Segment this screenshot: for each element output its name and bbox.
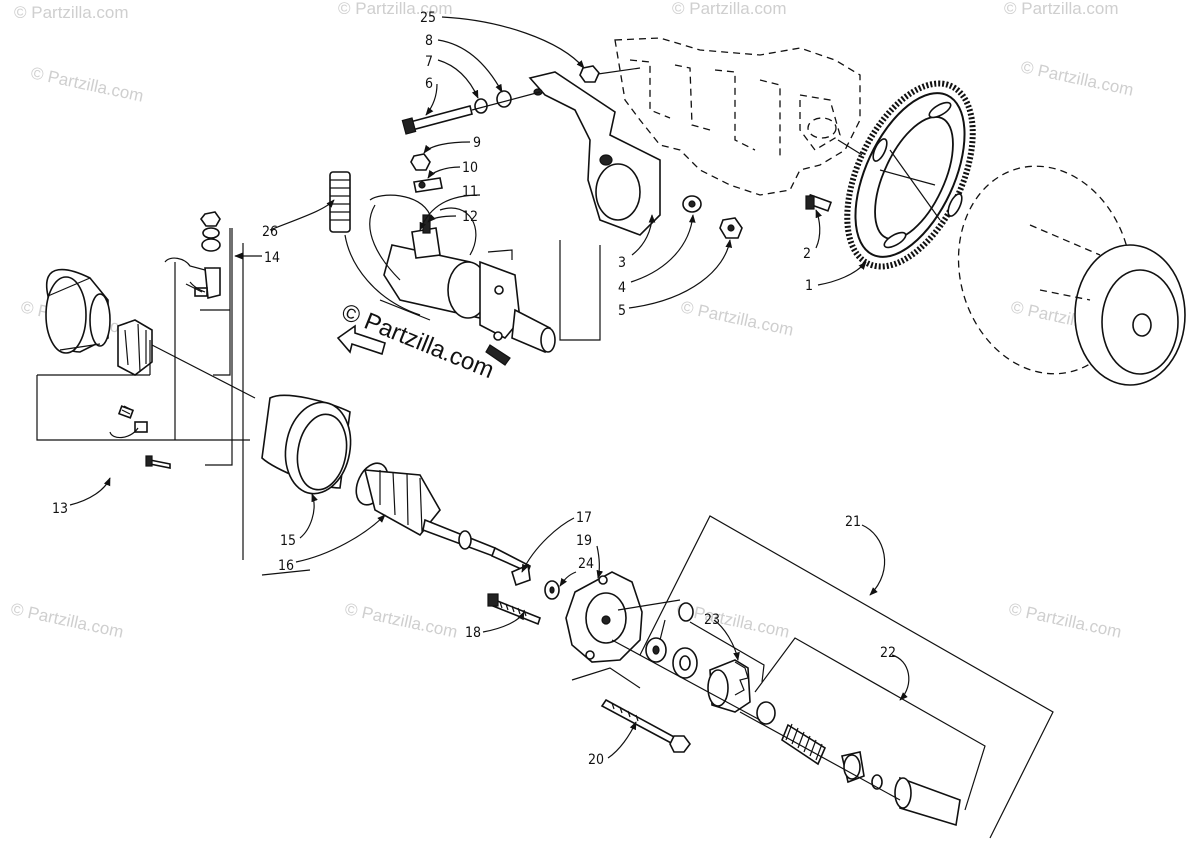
watermark: © Partzilla.com — [1004, 0, 1119, 18]
callout-4: 4 — [618, 280, 626, 296]
yoke-housing — [261, 394, 352, 495]
watermark: © Partzilla.com — [29, 63, 145, 105]
callout-22: 22 — [880, 645, 896, 661]
watermark: © Partzilla.com — [679, 297, 795, 339]
callout-21: 21 — [845, 514, 861, 530]
callout-10: 10 — [462, 160, 478, 176]
terminal-nut — [410, 153, 443, 193]
callout-6: 6 — [425, 76, 433, 92]
bracket-21 — [639, 515, 1054, 839]
bracket-22 — [754, 637, 986, 811]
callout-11: 11 — [462, 184, 478, 200]
callout-8: 8 — [425, 33, 433, 49]
cable-boot — [329, 171, 351, 233]
brush-holder — [117, 319, 256, 399]
callout-26: 26 — [262, 224, 278, 240]
armature — [355, 462, 531, 574]
callout-17: 17 — [576, 510, 592, 526]
callout-1: 1 — [805, 278, 813, 294]
callout-5: 5 — [618, 303, 626, 319]
bracket-bolt-set — [401, 65, 641, 135]
bracket-hardware — [682, 195, 743, 239]
thru-bolt-20 — [571, 667, 691, 753]
callout-19: 19 — [576, 533, 592, 549]
callout-20: 20 — [588, 752, 604, 768]
bracket-16 — [261, 569, 311, 576]
drive-parts — [611, 599, 961, 827]
ring-gear — [844, 80, 976, 270]
leader — [559, 240, 601, 341]
callout-leaders — [69, 16, 910, 759]
end-cover — [45, 268, 111, 354]
callout-12: 12 — [462, 209, 478, 225]
callout-2: 2 — [803, 246, 811, 262]
drive-housing — [565, 571, 643, 663]
callout-labels: 25 8 7 6 9 10 11 12 26 14 3 4 5 2 1 13 1… — [52, 10, 896, 768]
terminal-stack — [164, 211, 221, 300]
callout-24: 24 — [578, 556, 594, 572]
ring-gear-screw — [805, 193, 833, 212]
watermark: © Partzilla.com — [343, 599, 459, 641]
watermark: © Partzilla.com — [14, 3, 129, 22]
starter-bracket — [528, 71, 661, 236]
bracket-13 — [36, 262, 250, 441]
watermark: © Partzilla.com — [675, 599, 791, 641]
starter-assembly — [344, 194, 556, 366]
bracket-23 — [659, 619, 765, 683]
thru-bolt-18 — [487, 593, 541, 626]
callout-16: 16 — [278, 558, 294, 574]
callout-18: 18 — [465, 625, 481, 641]
callout-23: 23 — [704, 612, 720, 628]
watermark: © Partzilla.com — [338, 0, 453, 18]
callout-14: 14 — [264, 250, 280, 266]
bracket-14 — [205, 228, 244, 560]
callout-25: 25 — [420, 10, 436, 26]
callout-3: 3 — [618, 255, 626, 271]
watermark: © Partzilla.com — [672, 0, 787, 18]
callout-7: 7 — [425, 54, 433, 70]
callout-9: 9 — [473, 135, 481, 151]
snap-washer — [511, 563, 560, 600]
engine-block — [614, 37, 881, 196]
brush-parts — [109, 405, 171, 469]
drive-clutch — [957, 165, 1186, 386]
watermark: © Partzilla.com — [1007, 599, 1123, 641]
callout-13: 13 — [52, 501, 68, 517]
callout-15: 15 — [280, 533, 296, 549]
watermark: © Partzilla.com — [9, 599, 125, 641]
watermark: © Partzilla.com — [1019, 57, 1135, 99]
